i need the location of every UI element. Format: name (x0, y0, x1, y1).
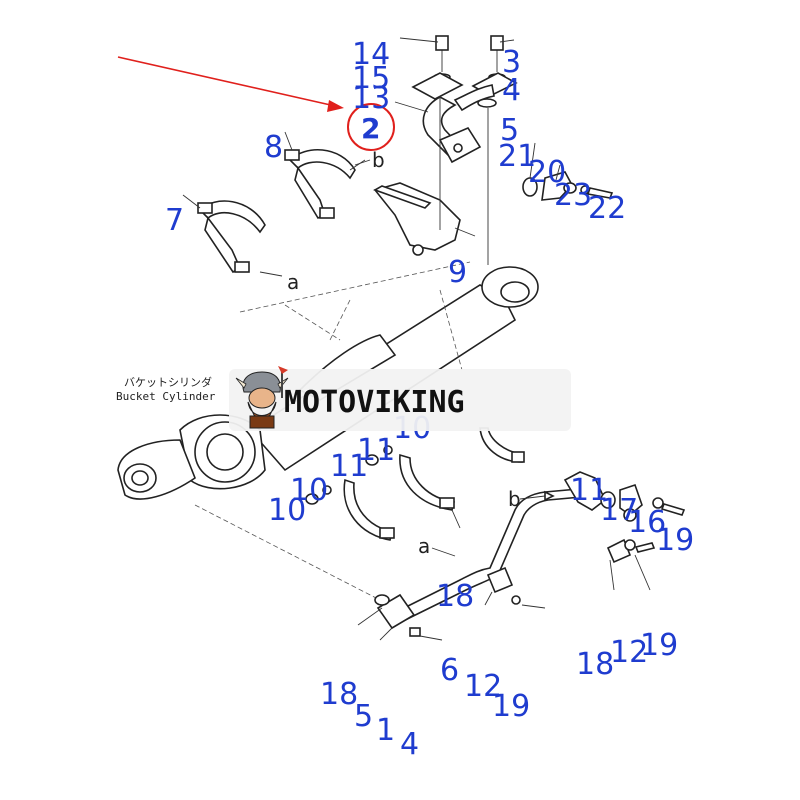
callout-label: 6 (440, 653, 459, 688)
lower-pipe (357, 487, 594, 641)
callout-label: 16 (628, 505, 666, 540)
callout-label: 3 (502, 45, 521, 80)
assembly-label-en: Bucket Cylinder (116, 390, 216, 403)
lower-clamps (194, 427, 525, 601)
callout-label: 18 (320, 677, 358, 712)
viking-mascot-icon (235, 366, 289, 429)
callout-label: 19 (640, 628, 678, 663)
callout-label: 20 (528, 155, 566, 190)
callout-label: 22 (588, 191, 626, 226)
callout-label: 10 (290, 473, 328, 508)
callout-label: 5 (500, 113, 519, 148)
callout-label: 21 (498, 139, 536, 174)
callout-label: 18 (436, 579, 474, 614)
callout-label: 14 (352, 37, 390, 72)
brand-banner: MOTOVIKING (229, 366, 571, 431)
highlight-circle (347, 103, 395, 151)
callout-label: 10 (268, 493, 306, 528)
highlighted-callout: 2 (361, 112, 380, 145)
ref-letter-b-top: b (372, 148, 385, 172)
upper-pipe-assembly (373, 35, 518, 265)
callout-label: 9 (448, 255, 467, 290)
fitting-group-lower-right (563, 471, 686, 591)
callout-label: 13 (352, 81, 390, 116)
ref-letter-a-bottom: a (418, 534, 430, 558)
callout-label: 19 (656, 523, 694, 558)
callout-label: 17 (600, 493, 638, 528)
ref-letter-b-bottom: b (508, 487, 521, 511)
callout-label: 11 (330, 449, 368, 484)
assembly-label-jp: バケットシリンダ (124, 375, 212, 389)
callout-label: 11 (570, 473, 608, 508)
callout-label: 12 (610, 635, 648, 670)
fitting-group-upper-right (522, 142, 614, 201)
brand-name: MOTOVIKING (284, 385, 465, 420)
highlight-indicator (117, 56, 395, 151)
callout-label: 5 (354, 699, 373, 734)
callouts: 14 15 13 3 4 5 21 20 23 22 8 7 9 11 10 1… (165, 37, 694, 762)
callout-label: 4 (400, 727, 419, 762)
callout-label: 15 (352, 61, 390, 96)
red-arrow-line (117, 56, 336, 107)
clamp-upper-8 (284, 131, 366, 220)
callout-label: 18 (576, 647, 614, 682)
ref-letter-a-top: a (287, 270, 299, 294)
banner-background (229, 369, 571, 431)
callout-label: 23 (554, 178, 592, 213)
callout-label: 7 (165, 203, 184, 238)
callout-label: 19 (492, 689, 530, 724)
callout-label: 12 (464, 669, 502, 704)
callout-label: 4 (502, 73, 521, 108)
callout-label: 8 (264, 130, 283, 165)
callout-label: 1 (376, 713, 395, 748)
callout-label: 11 (357, 433, 395, 468)
clamp-upper-7 (182, 194, 283, 277)
red-arrow-head (327, 100, 344, 112)
